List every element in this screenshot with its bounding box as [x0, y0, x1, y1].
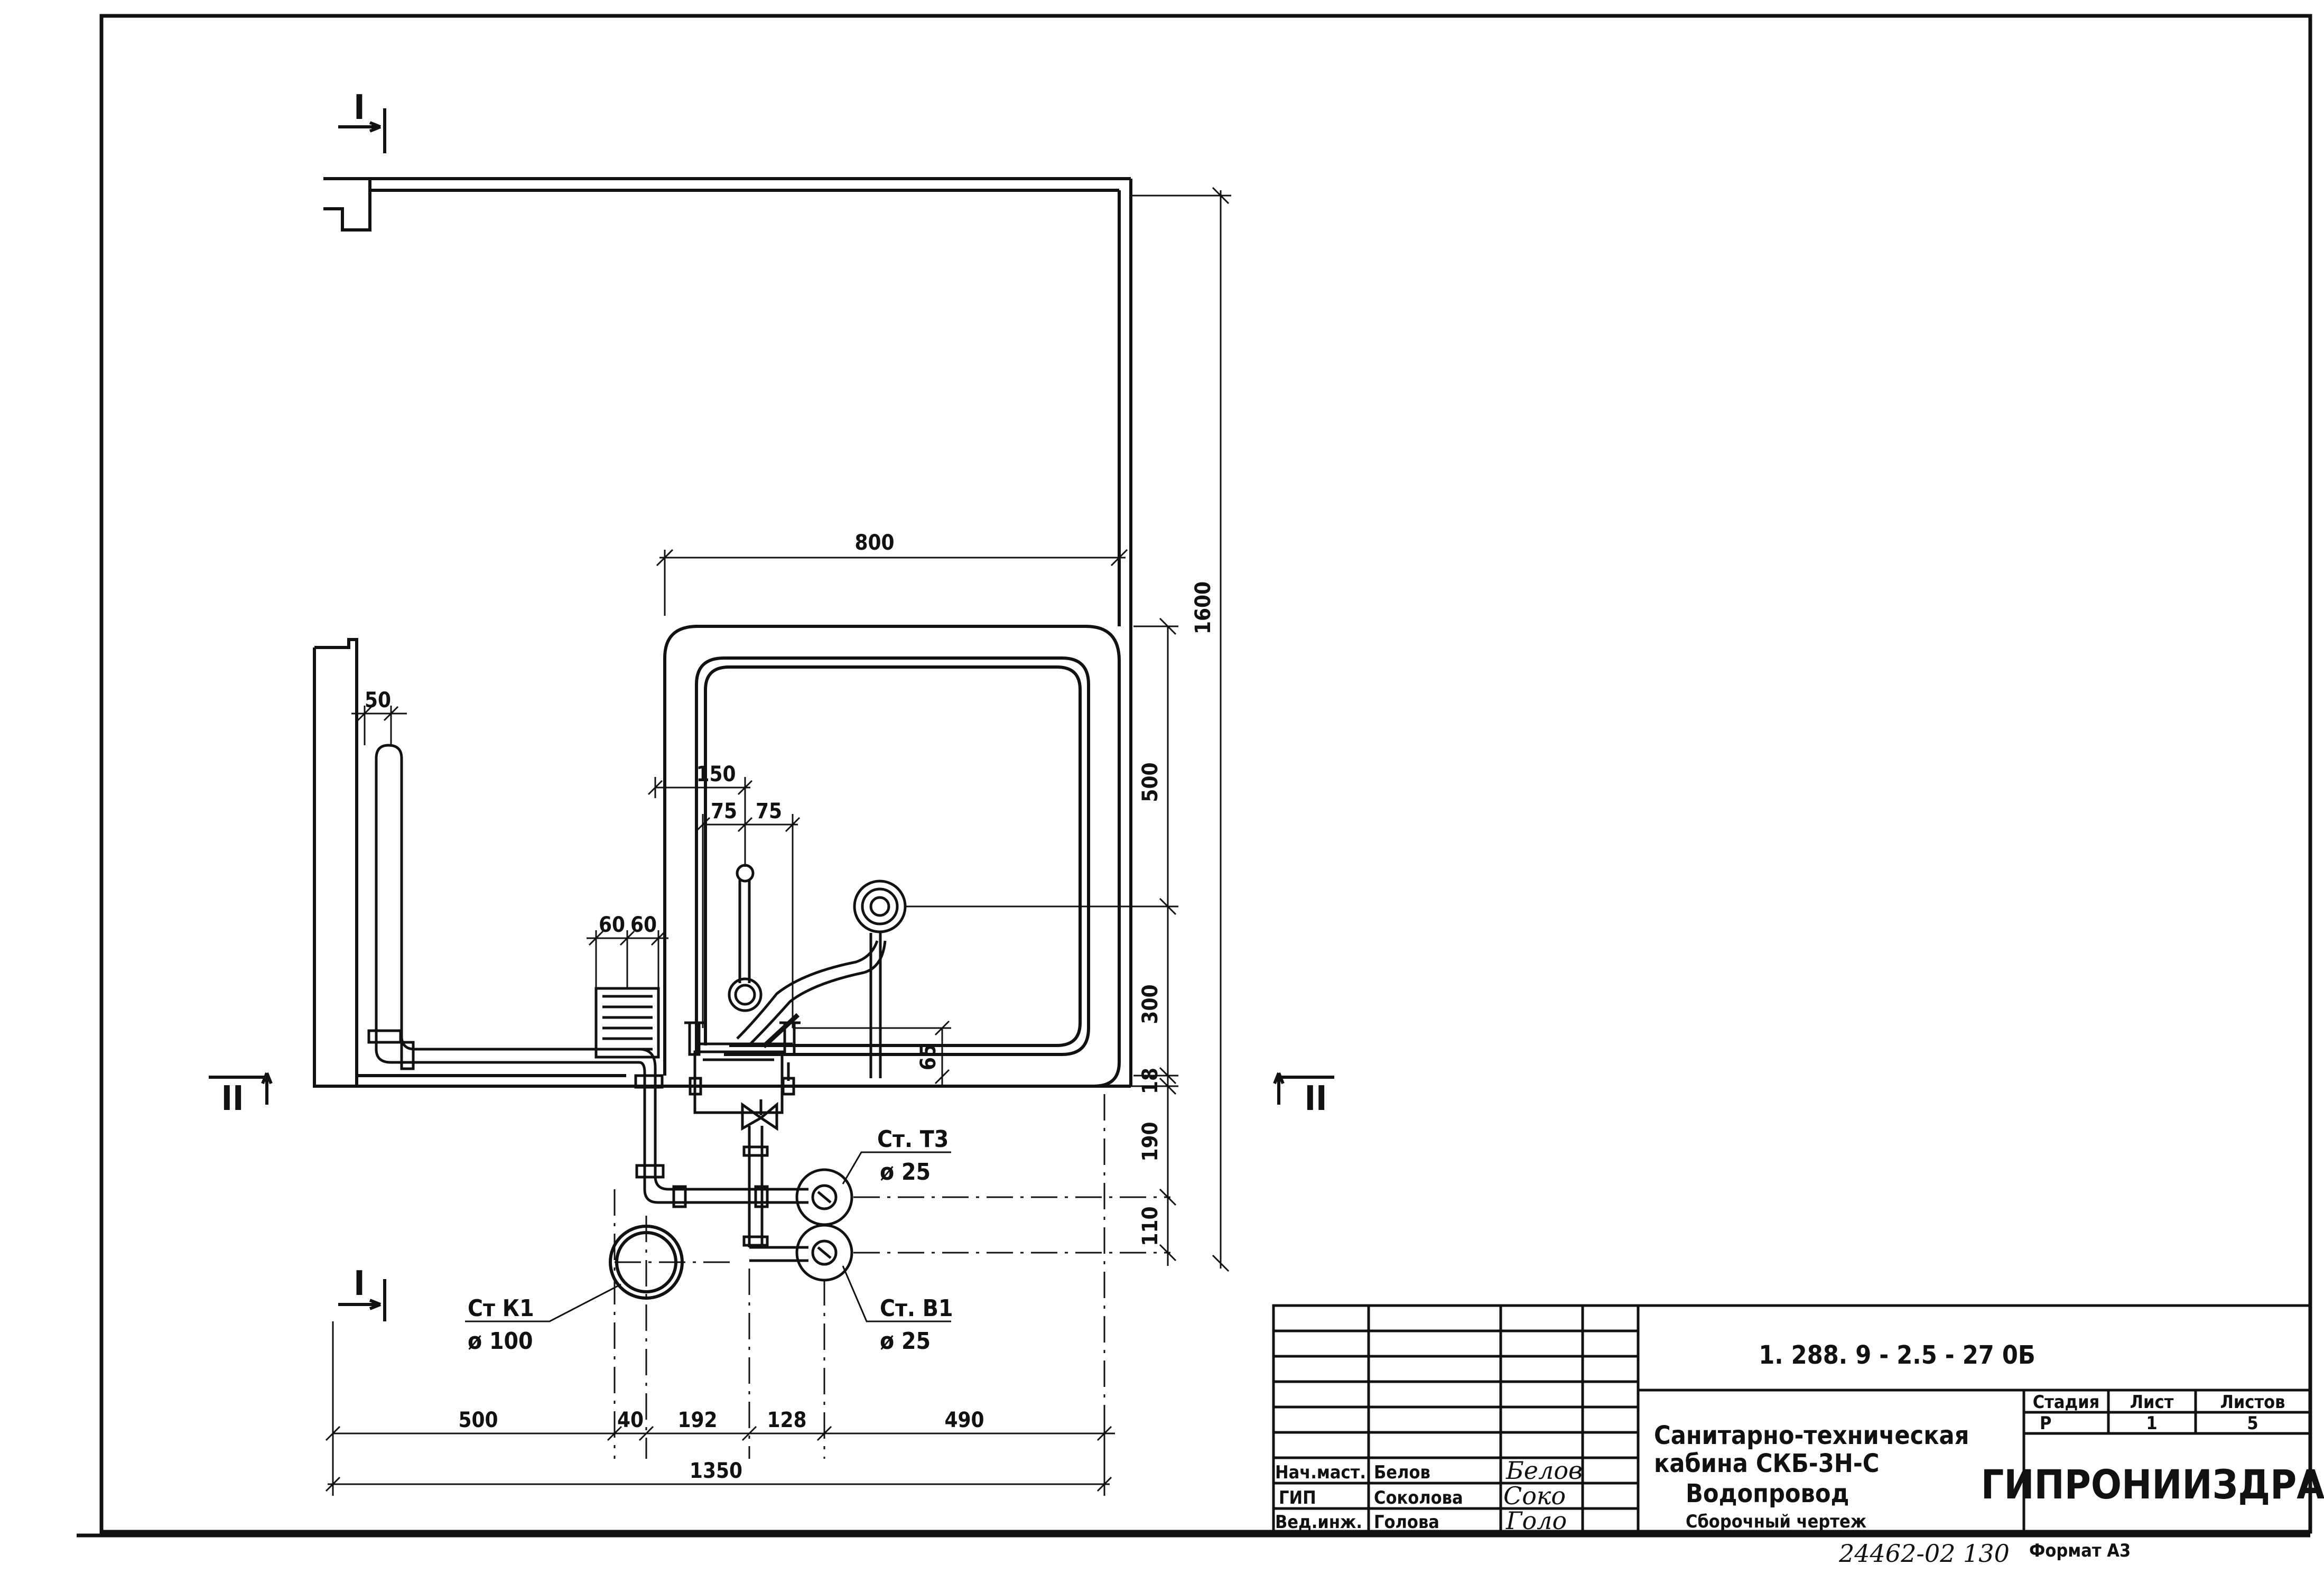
riser-t3-diameter: ø 25 — [880, 1159, 931, 1186]
dim-65: 65 — [916, 1044, 941, 1070]
title-line-4: Сборочный чертеж — [1686, 1511, 1866, 1532]
role-3: Вед.инж. — [1275, 1512, 1362, 1533]
riser-k1-name: Ст К1 — [468, 1295, 534, 1322]
sheets-value: 5 — [2247, 1413, 2258, 1434]
dimension-lines — [325, 187, 1231, 1496]
dim-110: 110 — [1138, 1206, 1163, 1246]
axis-lines — [613, 1094, 1170, 1459]
riser-b1-diameter: ø 25 — [880, 1328, 931, 1355]
title-line-3: Водопровод — [1686, 1479, 1849, 1508]
dim-500-bottom: 500 — [458, 1408, 498, 1432]
section-label-left: II — [221, 1079, 244, 1118]
riser-b1-name: Ст. В1 — [880, 1295, 953, 1322]
dim-190: 190 — [1138, 1122, 1163, 1161]
col-sheet: Лист — [2130, 1392, 2174, 1413]
riser-t3-name: Ст. Т3 — [877, 1126, 949, 1153]
dim-60-left: 60 — [599, 913, 625, 937]
document-code: 1. 288. 9 - 2.5 - 27 0Б — [1759, 1340, 2035, 1370]
dimension-texts: 1600 800 500 300 18 190 110 50 150 75 75… — [365, 531, 1215, 1483]
name-2: Соколова — [1374, 1487, 1463, 1508]
title-block — [1272, 1304, 2312, 1533]
section-marks — [209, 108, 1334, 1321]
dim-18: 18 — [1138, 1068, 1163, 1094]
archive-number: 24462-02 130 — [1838, 1539, 2010, 1568]
title-line-1: Санитарно-техническая — [1654, 1421, 1969, 1450]
dim-50: 50 — [365, 688, 391, 712]
stage-value: Р — [2040, 1413, 2051, 1434]
cabin-walls — [313, 177, 1132, 1088]
dim-1350: 1350 — [690, 1459, 742, 1483]
title-line-2: кабина СКБ-3Н-С — [1654, 1449, 1880, 1478]
dim-150: 150 — [696, 762, 736, 786]
sheet-frame — [77, 14, 2312, 1538]
shower-tray — [663, 625, 1121, 1088]
riser-labels: Ст. Т3 ø 25 Ст. В1 ø 25 Ст К1 ø 100 — [468, 1126, 953, 1355]
pipes — [367, 744, 907, 1262]
role-2: ГИП — [1279, 1487, 1316, 1508]
dim-500-right: 500 — [1138, 762, 1163, 802]
col-sheets: Листов — [2220, 1392, 2285, 1413]
dim-40: 40 — [617, 1408, 644, 1432]
section-label-bottom: I — [354, 1264, 365, 1303]
organization-name: ГИПРОНИИЗДРАВ — [1981, 1461, 2324, 1508]
role-1: Нач.маст. — [1275, 1462, 1366, 1483]
dim-75-left: 75 — [711, 799, 737, 823]
section-label-top: I — [354, 88, 365, 127]
sheet-value: 1 — [2146, 1413, 2157, 1434]
riser-t3 — [795, 1168, 853, 1226]
dim-1600: 1600 — [1191, 581, 1215, 634]
signature-3: Голо — [1505, 1506, 1567, 1535]
dim-800: 800 — [854, 531, 894, 555]
dim-128: 128 — [767, 1408, 806, 1432]
signature-1: Белов — [1505, 1456, 1583, 1485]
title-block-texts: 1. 288. 9 - 2.5 - 27 0Б Санитарно-технич… — [1275, 1340, 2324, 1568]
dim-192: 192 — [677, 1408, 717, 1432]
name-1: Белов — [1374, 1462, 1430, 1483]
name-3: Голова — [1374, 1512, 1439, 1533]
riser-k1-diameter: ø 100 — [468, 1328, 533, 1355]
signature-2: Соко — [1503, 1482, 1566, 1510]
sheet-format: Формат А3 — [2029, 1540, 2131, 1561]
dim-490: 490 — [944, 1408, 984, 1432]
dim-75-right: 75 — [756, 799, 782, 823]
dim-300: 300 — [1138, 984, 1163, 1024]
col-stage: Стадия — [2033, 1392, 2100, 1413]
section-label-right: II — [1305, 1079, 1327, 1118]
dim-60-right: 60 — [630, 913, 657, 937]
riser-b1 — [795, 1224, 853, 1282]
